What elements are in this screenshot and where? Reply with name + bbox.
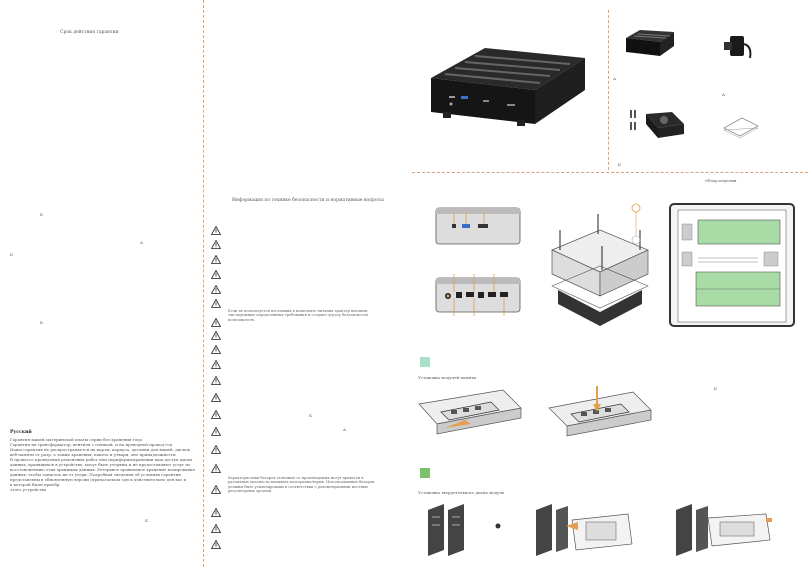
step-1-indicator	[420, 357, 430, 367]
marker-3: Б	[10, 252, 13, 257]
warning-icon	[211, 345, 221, 354]
warranty-line: в которой были приобр.	[10, 482, 61, 487]
step-2-indicator	[420, 468, 430, 478]
safety-paragraph-2: Характеристики батарея отличные от произ…	[228, 476, 408, 494]
warning-icon	[211, 393, 221, 402]
warning-icon	[211, 485, 221, 494]
warranty-line: этого устройства	[10, 487, 47, 492]
step-2-image-a	[428, 504, 501, 556]
safety-paragraph-2-line: различные опасности вызывать возгорание/…	[228, 480, 375, 485]
safety-paragraph-2-line: Характеристики батарея отличные от произ…	[228, 476, 364, 480]
step-1-mark: Б	[714, 386, 717, 391]
section-label: Русский	[10, 430, 32, 435]
step-1-title: Установка модулей памяти	[418, 375, 476, 380]
warning-icon	[211, 285, 221, 294]
warranty-line: Гарантия на трансформатор, вентиля з сил…	[10, 442, 173, 447]
product-image	[431, 48, 585, 126]
package-note-1: А	[613, 76, 617, 81]
safety-paragraph-1-line: пользователя.	[228, 317, 255, 322]
package-adapter	[724, 36, 752, 59]
safety-mark-1: Б	[309, 413, 312, 418]
warning-icon	[211, 410, 221, 419]
step-1-image-b	[548, 386, 652, 437]
warranty-line: данных, хранящихся в устройстве, могут б…	[10, 462, 191, 467]
warranty-line: В процессе проведения ремонтных работ ил…	[10, 457, 193, 462]
warning-icon	[211, 464, 221, 473]
overview-title: Обзор изделия	[705, 178, 737, 183]
safety-paragraph-1-line: так надежные определенные требования и с…	[228, 313, 368, 318]
fold-line-3	[412, 172, 808, 173]
warranty-title: Срок действия гарантии	[60, 30, 119, 35]
step-2-title: Установка твердотельного диска модуль	[418, 490, 505, 495]
warning-icon	[211, 240, 221, 249]
step-2-image-c	[676, 504, 772, 556]
warning-icon	[211, 427, 221, 436]
package-note-2: А	[722, 92, 726, 97]
warning-icon	[211, 299, 221, 308]
marker-2: А	[140, 240, 144, 245]
warning-icon	[211, 540, 221, 549]
warning-icon	[211, 318, 221, 327]
marker-4: Б	[40, 320, 43, 325]
warning-icon	[211, 226, 221, 235]
package-mount	[630, 110, 684, 138]
safety-paragraph-1-line: Если не используется поставщик в комплек…	[228, 309, 369, 313]
warning-icon	[211, 376, 221, 385]
warranty-line: Наша гарантия не распространяется на кар…	[10, 447, 190, 452]
marker-5: Б	[145, 518, 148, 523]
warning-icon	[211, 270, 221, 279]
overview-exploded	[551, 203, 649, 326]
marker-1: Б	[40, 212, 43, 217]
warranty-line: восстановлению этих хранимых данных. Рез…	[10, 467, 196, 472]
step-2-image-b	[536, 504, 633, 556]
safety-mark-2: А	[343, 427, 347, 432]
package-manual	[723, 117, 759, 139]
warranty-line: данных, чтобы записать их от утери. Подр…	[10, 472, 181, 477]
fold-line-2	[608, 10, 609, 170]
warranty-line: веб-памяти от разр. а также хранения, па…	[10, 452, 176, 457]
warning-icon	[211, 508, 221, 517]
warranty-line: представлены в обновленную версии (прила…	[10, 477, 187, 482]
warranty-text: Гарантия вашей материнской платы серии б…	[10, 437, 200, 492]
step-1-image-a	[418, 389, 522, 435]
warning-icon	[211, 445, 221, 454]
overview-front-rear	[435, 207, 521, 316]
package-mark-1: Б	[618, 162, 621, 167]
package-minipc	[626, 30, 674, 56]
safety-paragraph-2-line: регуляторных органов.	[228, 489, 273, 494]
warning-icon	[211, 255, 221, 264]
safety-title: Информация по технике безопасности и нор…	[232, 198, 384, 203]
warning-icon	[211, 524, 221, 533]
warranty-line: Гарантия вашей материнской платы серии б…	[10, 437, 143, 442]
safety-paragraph-1: Если не используется поставщик в комплек…	[228, 309, 398, 322]
fold-line-1	[203, 0, 204, 567]
safety-paragraph-2-line: должны быть утилизированы в соответствии…	[228, 484, 368, 489]
warning-icon	[211, 331, 221, 340]
overview-board	[669, 203, 795, 327]
warning-icon	[211, 360, 221, 369]
